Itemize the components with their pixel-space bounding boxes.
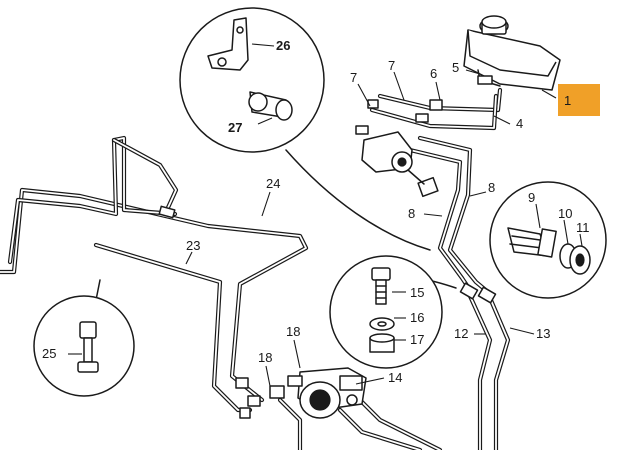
callout-25: 25 [42, 346, 56, 361]
callout-13: 13 [536, 326, 550, 341]
detail-circle-fasteners [329, 255, 443, 369]
leader-curve-26-27 [285, 149, 431, 251]
brake-pipe-network [0, 87, 511, 450]
callout-7-right: 7 [388, 58, 395, 73]
callout-1: 1 [564, 93, 571, 108]
callout-5: 5 [452, 60, 459, 75]
pipe-lower-mid [277, 397, 303, 450]
callout-26: 26 [276, 38, 290, 53]
highlight-box-part-1 [558, 84, 600, 116]
master-cylinder [355, 99, 443, 198]
callout-18-upper: 18 [286, 324, 300, 339]
callout-16: 16 [410, 310, 424, 325]
detail-circle-connector [489, 181, 607, 299]
callout-7-left: 7 [350, 70, 357, 85]
callout-11: 11 [576, 220, 590, 235]
callout-27: 27 [228, 120, 242, 135]
brake-fluid-reservoir [463, 15, 561, 91]
callout-4: 4 [516, 116, 523, 131]
callout-23: 23 [186, 238, 200, 253]
pipe-lower-right-b [337, 407, 423, 450]
callout-15: 15 [410, 285, 424, 300]
callout-8-right: 8 [488, 180, 495, 195]
pipe-union-fitting [459, 282, 497, 304]
frame-pipe-end-fitting [158, 205, 176, 219]
callout-8-left: 8 [408, 206, 415, 221]
callout-leaders [185, 69, 557, 387]
detail-circle-switch [33, 295, 135, 397]
callout-18-lower: 18 [258, 350, 272, 365]
pressure-valve-assembly [235, 367, 367, 419]
callout-12: 12 [454, 326, 468, 341]
callout-6: 6 [430, 66, 437, 81]
callout-10: 10 [558, 206, 572, 221]
callout-9: 9 [528, 190, 535, 205]
detail-circle-bracket [179, 7, 325, 153]
callout-14: 14 [388, 370, 402, 385]
callout-24: 24 [266, 176, 280, 191]
callout-labels: 1 4 5 6 7 7 8 8 9 10 11 12 13 14 15 16 1… [42, 38, 590, 385]
callout-17: 17 [410, 332, 424, 347]
